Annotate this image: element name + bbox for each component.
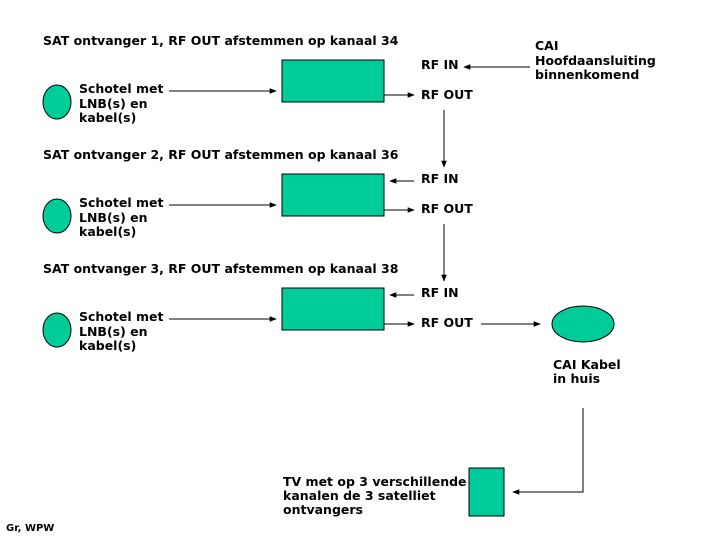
tv-label-line-1: TV met op 3 verschillende xyxy=(283,474,467,489)
receiver-2-rf-in-label: RF IN xyxy=(421,171,459,186)
dish-3-label-line-2: LNB(s) en xyxy=(79,324,148,339)
credit: Gr, WPW xyxy=(6,523,54,534)
receiver-3-title: SAT ontvanger 3, RF OUT afstemmen op kan… xyxy=(43,261,398,276)
receiver-group-3: SAT ontvanger 3, RF OUT afstemmen op kan… xyxy=(42,261,473,353)
dish-2-label-line-3: kabel(s) xyxy=(79,224,136,239)
dish-2-label-line-2: LNB(s) en xyxy=(79,210,148,225)
dish-2-label-line-1: Schotel met xyxy=(79,195,163,210)
cai-source-line-2: Hoofdaansluiting xyxy=(535,53,656,68)
sat-receiver-2 xyxy=(281,173,385,217)
cai-source-line-3: binnenkomend xyxy=(535,67,639,82)
receiver-3-rf-in-label: RF IN xyxy=(421,285,459,300)
dish-3-label-line-3: kabel(s) xyxy=(79,338,136,353)
tv-set xyxy=(468,467,505,517)
receiver-1-rf-in-label: RF IN xyxy=(421,57,459,72)
dish-1-label-line-2: LNB(s) en xyxy=(79,96,148,111)
cai-house-connector xyxy=(551,305,615,343)
receiver-group-1: SAT ontvanger 1, RF OUT afstemmen op kan… xyxy=(42,33,473,125)
sat-receiver-3 xyxy=(281,287,385,331)
receiver-2-rf-out-label: RF OUT xyxy=(421,201,473,216)
cai-house-line-1: CAI Kabel xyxy=(553,357,621,372)
cai-house-to-tv-arrow xyxy=(512,408,584,495)
receiver-group-2: SAT ontvanger 2, RF OUT afstemmen op kan… xyxy=(42,147,473,239)
tv-label-line-2: kanalen de 3 satelliet xyxy=(283,488,436,503)
dish-2 xyxy=(42,198,72,234)
dish-1-label-line-1: Schotel met xyxy=(79,81,163,96)
sat-receiver-1 xyxy=(281,59,385,103)
dish-3 xyxy=(42,312,72,348)
receiver-1-rf-out-label: RF OUT xyxy=(421,87,473,102)
tv-label-line-3: ontvangers xyxy=(283,502,363,517)
tv-group: TV met op 3 verschillende kanalen de 3 s… xyxy=(283,467,505,517)
cai-house-cable: CAI Kabel in huis xyxy=(551,305,621,386)
dish-3-label-line-1: Schotel met xyxy=(79,309,163,324)
receiver-1-title: SAT ontvanger 1, RF OUT afstemmen op kan… xyxy=(43,33,399,48)
cai-source-line-1: CAI xyxy=(535,38,559,53)
dish-1-label-line-3: kabel(s) xyxy=(79,110,136,125)
dish-1 xyxy=(42,84,72,120)
receiver-2-title: SAT ontvanger 2, RF OUT afstemmen op kan… xyxy=(43,147,399,162)
cai-house-line-2: in huis xyxy=(553,371,600,386)
receiver-3-rf-out-label: RF OUT xyxy=(421,315,473,330)
cai-source: CAI Hoofdaansluiting binnenkomend xyxy=(463,38,656,82)
